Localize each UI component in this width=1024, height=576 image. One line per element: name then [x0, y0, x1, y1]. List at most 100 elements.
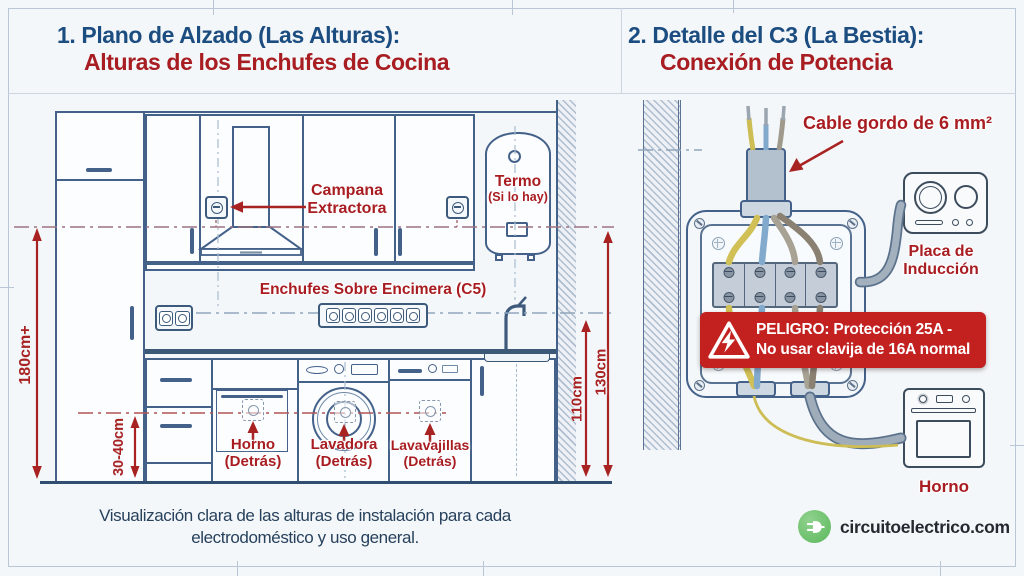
washer-detail	[306, 366, 328, 374]
wall-cabinets-rim	[145, 263, 475, 271]
washer-display	[351, 364, 378, 375]
sink-cabinet-handle	[480, 366, 484, 396]
frame-tick	[733, 0, 735, 13]
termo-label-line2: (Si lo hay)	[488, 190, 548, 205]
cabinet-divider	[394, 114, 396, 263]
water-heater-foot	[495, 254, 503, 261]
campana-label: Campana Extractora	[307, 182, 386, 218]
wall-hatch	[643, 100, 681, 450]
dishwasher-display	[442, 365, 458, 373]
kitchen-top-line	[55, 111, 556, 113]
danger-text: PELIGRO: Protección 25A - No usar clavij…	[756, 320, 970, 360]
hob-burner-small	[954, 185, 978, 209]
campana-label-line1: Campana	[310, 182, 384, 199]
oven-handle	[911, 408, 976, 413]
hob-control-bar	[915, 220, 943, 225]
cabinet-divider	[388, 358, 390, 483]
double-socket	[155, 305, 193, 331]
grid-line-horizontal	[8, 93, 1016, 95]
horno-label-line1: Horno	[230, 436, 276, 453]
lavavajillas-label-line2: (Detrás)	[403, 452, 457, 469]
terminal-cell	[745, 264, 776, 306]
screw-icon	[694, 380, 705, 391]
washer-drum-ring	[317, 392, 371, 446]
lavadora-label-line1: Lavadora	[310, 436, 378, 453]
socket-icon	[357, 308, 373, 323]
oven-top-line	[212, 388, 298, 390]
cabinet-divider	[470, 358, 472, 483]
frame-tick	[1010, 445, 1024, 447]
socket-strip-c5	[318, 303, 428, 328]
danger-banner: PELIGRO: Protección 25A - No usar clavij…	[700, 312, 986, 368]
hidden-socket-horno	[242, 399, 264, 421]
cabinet-handle	[130, 306, 134, 340]
hood-chimney	[232, 126, 270, 228]
hob-control-dot	[952, 219, 959, 226]
danger-text-line2: No usar clavija de 16A normal	[756, 341, 971, 358]
danger-text-line1: PELIGRO: Protección 25A -	[756, 321, 952, 338]
terminal-cell	[776, 264, 807, 306]
mount-hole-icon	[712, 237, 725, 250]
washer-knob	[334, 364, 344, 374]
drawer-divider	[146, 406, 211, 408]
right-title-line1: 2. Detalle del C3 (La Bestia):	[628, 22, 925, 48]
dishwasher-panel-line	[389, 379, 471, 381]
drawer-handle	[160, 378, 192, 382]
screw-icon	[847, 380, 858, 391]
termo-label-line1: Termo	[494, 173, 542, 190]
terminal-cell	[806, 264, 836, 306]
right-panel-title: 2. Detalle del C3 (La Bestia): Conexión …	[628, 22, 924, 76]
caption: Visualización clara de las alturas de in…	[25, 505, 585, 549]
drawer-divider	[146, 462, 211, 464]
sink-cabinet-centerline	[516, 364, 517, 476]
frame-tick	[237, 561, 239, 576]
cable-gordo-label: Cable gordo de 6 mm²	[803, 113, 993, 133]
placa-label-line1: Placa de	[908, 243, 974, 260]
induction-hob-icon	[903, 172, 988, 234]
grid-line-vertical	[621, 8, 623, 93]
horno-label: Horno (Detrás)	[225, 436, 282, 471]
left-title-line1: 1. Plano de Alzado (Las Alturas):	[57, 22, 400, 48]
socket-icon	[175, 310, 190, 326]
floor-line	[40, 481, 612, 484]
socket-icon	[373, 308, 389, 323]
dishwasher-knob	[428, 364, 437, 373]
cabinet-divider	[297, 358, 299, 483]
sink-basin	[484, 354, 550, 362]
dishwasher-handle	[398, 369, 422, 373]
water-heater-knob	[508, 150, 521, 163]
tall-cabinet-divider	[56, 179, 144, 181]
left-panel-title: 1. Plano de Alzado (Las Alturas): Altura…	[57, 22, 450, 76]
socket-termo	[446, 196, 469, 219]
lavavajillas-label-line1: Lavavajillas	[390, 437, 470, 453]
frame-tick	[213, 0, 215, 15]
cabinet-handle	[86, 168, 112, 172]
hidden-socket-lavavajillas	[419, 400, 441, 422]
terminal-cell	[714, 264, 745, 306]
countertop	[145, 349, 556, 354]
water-heater-connection-box	[506, 222, 528, 237]
socket-icon	[389, 308, 405, 323]
cabinet-handle	[398, 228, 402, 256]
warning-triangle-bolt-icon	[708, 321, 750, 359]
placa-label-line2: Inducción	[903, 260, 979, 278]
terminal-block	[712, 262, 838, 308]
hob-control-dot	[966, 219, 973, 226]
hob-burner-large	[914, 181, 947, 214]
right-title-line2: Conexión de Potencia	[660, 49, 893, 75]
washer-drum	[312, 387, 376, 451]
oven-icon	[903, 388, 985, 468]
horno-right-label: Horno	[918, 477, 970, 496]
mount-hole-icon	[830, 237, 843, 250]
oven-display	[936, 395, 953, 403]
dimension-110cm: 110cm	[568, 376, 586, 422]
tall-cabinet	[55, 111, 145, 483]
caption-line1: Visualización clara de las alturas de in…	[99, 506, 511, 525]
frame-tick	[940, 561, 942, 576]
enchufes-c5-label: Enchufes Sobre Encimera (C5)	[259, 281, 487, 298]
dimension-180cm: 180cm+	[17, 325, 34, 385]
screw-icon	[694, 218, 705, 229]
cabinet-handle	[190, 228, 194, 254]
